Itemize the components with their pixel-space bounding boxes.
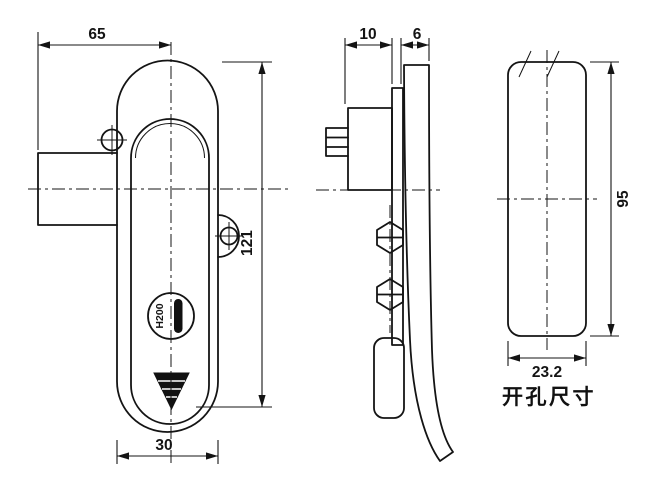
cutout-view (497, 50, 597, 350)
side-dim-extensions (344, 38, 430, 104)
screw-hole-top-cross (97, 125, 127, 155)
dim-6-label: 6 (413, 26, 422, 43)
dim-95-label: 95 (615, 190, 632, 208)
dim-23-label: 23.2 (532, 364, 562, 381)
front-view: H200 (28, 42, 288, 463)
dim-30-extensions (116, 440, 219, 464)
front-view-dimensions: 65 121 30 (37, 26, 272, 464)
side-view (316, 64, 454, 462)
lock-body-outline (116, 59, 219, 433)
screw-hole-tab-cross (215, 222, 243, 250)
panel-break-marks (518, 50, 560, 78)
dim-23-extensions (507, 341, 587, 366)
dim-30-label: 30 (155, 437, 172, 454)
side-view-dimensions: 10 6 (344, 26, 430, 104)
cylinder-bolt (325, 127, 349, 157)
lock-housing (347, 107, 393, 191)
cam-latch (373, 337, 405, 419)
handle-side-profile (403, 64, 454, 462)
dim-121-extensions (196, 61, 272, 408)
dim-65-label: 65 (88, 26, 106, 43)
cutout-dimensions: 95 23.2 开孔尺寸 (502, 61, 632, 409)
dim-121-label: 121 (239, 230, 256, 256)
handle-recess-outline (130, 118, 210, 425)
key-slot (174, 299, 183, 333)
cutout-caption: 开孔尺寸 (502, 385, 596, 409)
dim-10-label: 10 (359, 26, 376, 43)
handle-recess-inner-arc (135, 123, 205, 159)
mounting-plate (391, 87, 404, 346)
key-code-label: H200 (154, 303, 166, 328)
